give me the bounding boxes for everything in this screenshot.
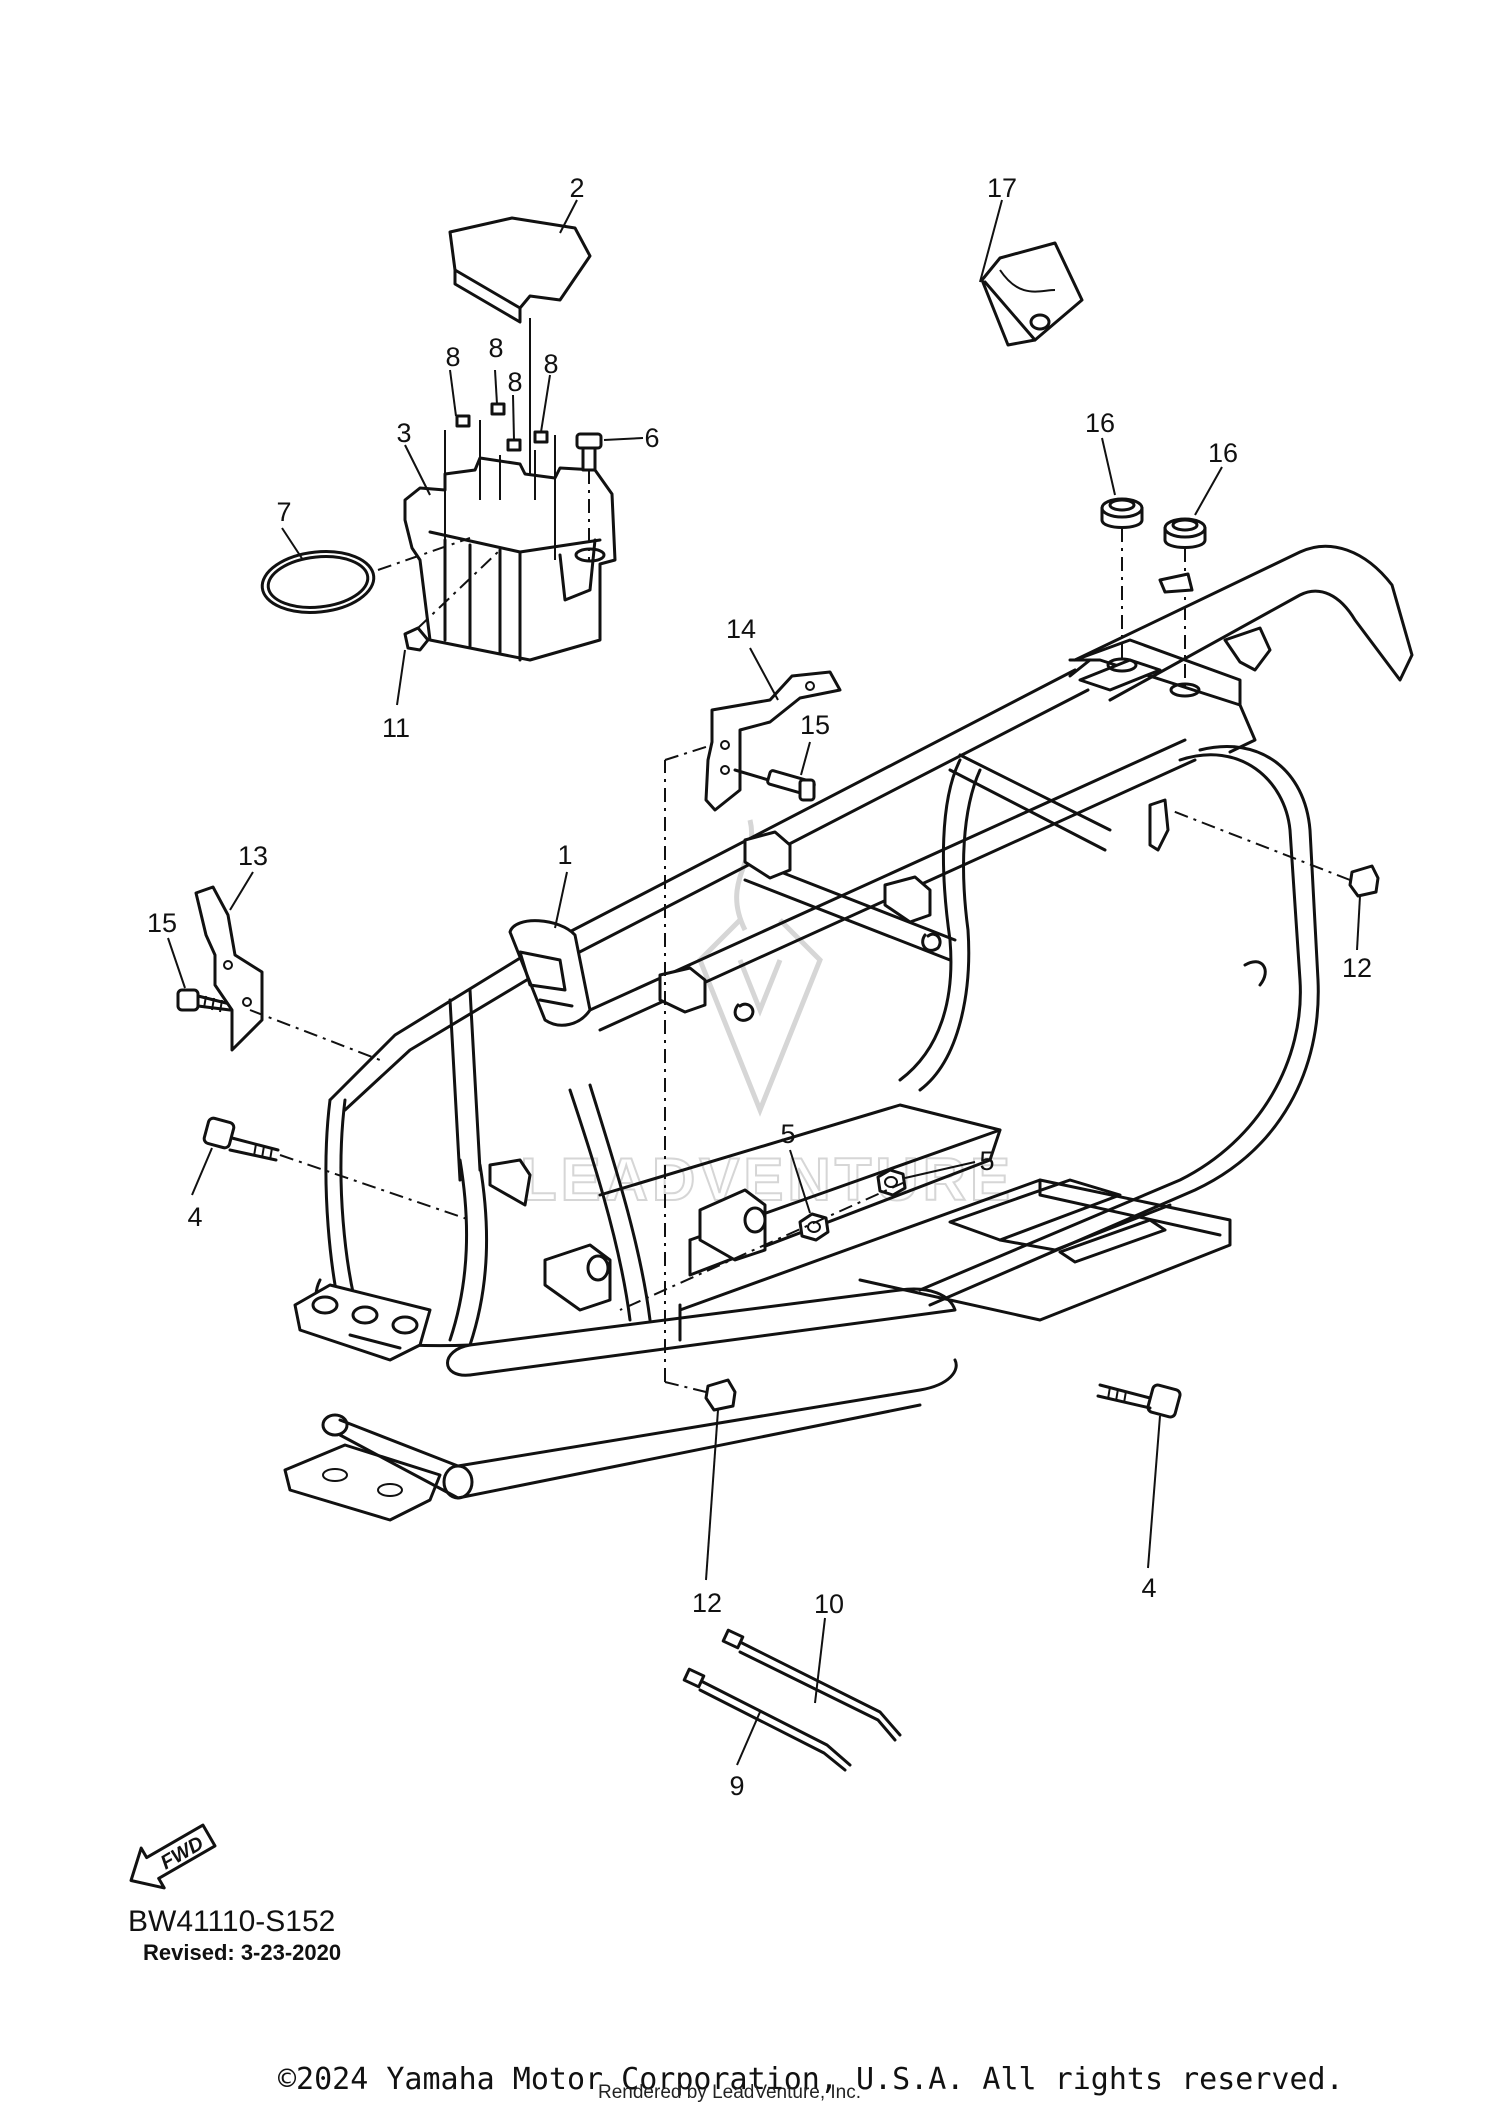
callout-12-a: 12 [1342,953,1372,983]
callout-17: 17 [987,173,1017,203]
drawing-id: BW41110-S152 [128,1905,336,1938]
bolt-4-left [202,1116,471,1221]
battery-cover [448,216,592,560]
callout-15-a: 15 [800,710,830,740]
bracket-14 [704,670,842,812]
copyright-notice: ©2024 Yamaha Motor Corporation, U.S.A. A… [278,2062,1344,2097]
callout-16-a: 16 [1085,408,1115,438]
callout-5-b: 5 [979,1146,994,1176]
nut-5-b [619,1168,907,1311]
bolt-15-left [176,988,232,1013]
grommet-left [1100,497,1144,665]
instruction-bag [980,241,1084,347]
callout-6: 6 [644,423,659,453]
callout-16-b: 16 [1208,438,1238,468]
bolt-15-right [733,768,816,802]
battery-box [403,456,617,662]
callout-3: 3 [396,418,411,448]
revised-date: Revised: 3-23-2020 [143,1940,342,1965]
callout-8-d: 8 [543,349,558,379]
callout-8-c: 8 [507,367,522,397]
callout-14: 14 [726,614,756,644]
grommet-right [1163,517,1207,690]
cable-tie-10 [721,1628,902,1742]
battery-clip [403,549,501,652]
clip-12-right [1169,809,1380,898]
callout-11: 11 [382,713,410,743]
main-frame [283,544,1414,1522]
callout-10: 10 [814,1589,844,1619]
callout-4-a: 4 [187,1202,202,1232]
callout-15-b: 15 [147,908,177,938]
cable-tie-9 [682,1667,852,1772]
clip-12-center [664,744,737,1412]
callout-7: 7 [276,497,291,527]
rendered-by: Rendered by LeadVenture, Inc. [598,2082,862,2103]
callout-9: 9 [729,1771,744,1801]
callout-12-b: 12 [692,1588,722,1618]
bolt-4-right [1096,1383,1182,1419]
leadventure-watermark: LEADVENTURE [519,819,1011,1214]
callout-numbers: 2 17 8 8 8 8 3 6 7 16 16 11 14 15 13 1 1… [147,173,1372,1801]
battery-band [260,537,471,614]
bracket-13 [194,885,381,1061]
callout-13: 13 [238,841,268,871]
callout-5-a: 5 [780,1119,795,1149]
terminal-pieces [444,402,556,590]
callout-4-b: 4 [1141,1573,1156,1603]
callout-8-a: 8 [445,342,460,372]
callout-8-b: 8 [488,333,503,363]
callout-1: 1 [557,840,572,870]
leader-lines [167,199,1361,1766]
battery-box-bolt [575,432,603,560]
fwd-arrow-icon: FWD [129,1823,217,1890]
callout-2: 2 [569,173,584,203]
